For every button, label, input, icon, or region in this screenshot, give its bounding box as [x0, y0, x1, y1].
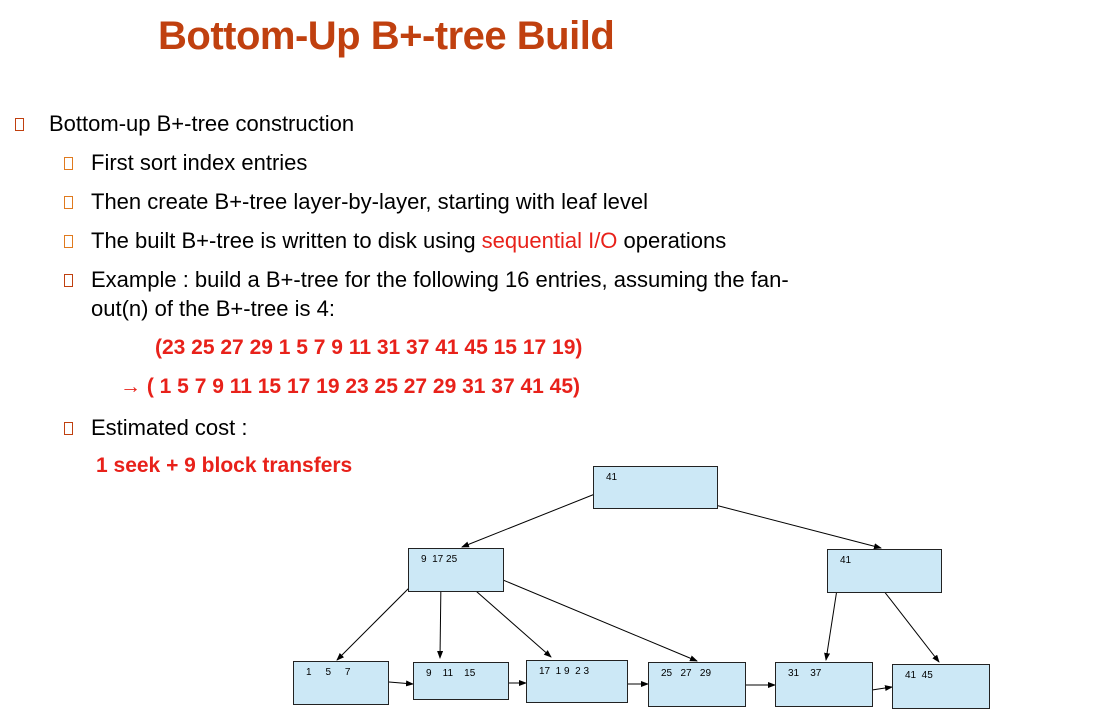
arrow-right-icon: → — [120, 375, 141, 398]
leaf-node: 31 37 — [775, 662, 873, 707]
unsorted-entries: (23 25 27 29 1 5 7 9 11 31 37 41 45 15 1… — [155, 336, 583, 359]
bullet-main: Bottom-up B+-tree construction — [49, 111, 355, 136]
leaf-node: 41 45 — [892, 664, 990, 709]
edge-left-leaf1 — [336, 576, 421, 661]
slide-title: Bottom-Up B+-tree Build — [158, 14, 615, 58]
bullet-cost: Estimated cost : — [91, 415, 248, 440]
edge-left-leaf4 — [490, 574, 698, 662]
edge-root-left — [461, 489, 606, 548]
sorted-entries: → ( 1 5 7 9 11 15 17 19 23 25 27 29 31 3… — [120, 375, 580, 399]
bullet-square-icon — [15, 118, 24, 131]
text-pre: The built B+-tree is written to disk usi… — [91, 228, 482, 253]
leaf-node: 17 1 9 2 3 — [526, 660, 628, 703]
internal-node-left: 9 17 25 — [408, 548, 504, 592]
root-node: 41 — [593, 466, 718, 509]
leaf-node: 9 11 15 — [413, 662, 509, 700]
sub-bullet-square-icon — [64, 235, 73, 248]
text-sequential-io: sequential I/O — [481, 228, 618, 253]
sub-bullet-square-icon — [64, 274, 73, 287]
sub-bullet-square-icon — [64, 196, 73, 209]
bullet-sequential: The built B+-tree is written to disk usi… — [91, 228, 726, 254]
leaf-node: 1 5 7 — [293, 661, 389, 705]
bullet-layer: Then create B+-tree layer-by-layer, star… — [91, 189, 648, 214]
text-post: operations — [617, 228, 727, 253]
leaf-link-1 — [388, 680, 414, 687]
leaf-link-5 — [871, 685, 893, 692]
sorted-values: ( 1 5 7 9 11 15 17 19 23 25 27 29 31 37 … — [141, 375, 581, 398]
bullet-sort: First sort index entries — [91, 150, 308, 175]
cost-value: 1 seek + 9 block transfers — [96, 454, 353, 477]
sub-bullet-square-icon — [64, 422, 73, 435]
bullet-example-line2: out(n) of the B+-tree is 4: — [91, 296, 335, 321]
bullet-example-line1: Example : build a B+-tree for the follow… — [91, 267, 789, 292]
internal-node-right: 41 — [827, 549, 942, 593]
sub-bullet-square-icon — [64, 157, 73, 170]
leaf-node: 25 27 29 — [648, 662, 746, 707]
